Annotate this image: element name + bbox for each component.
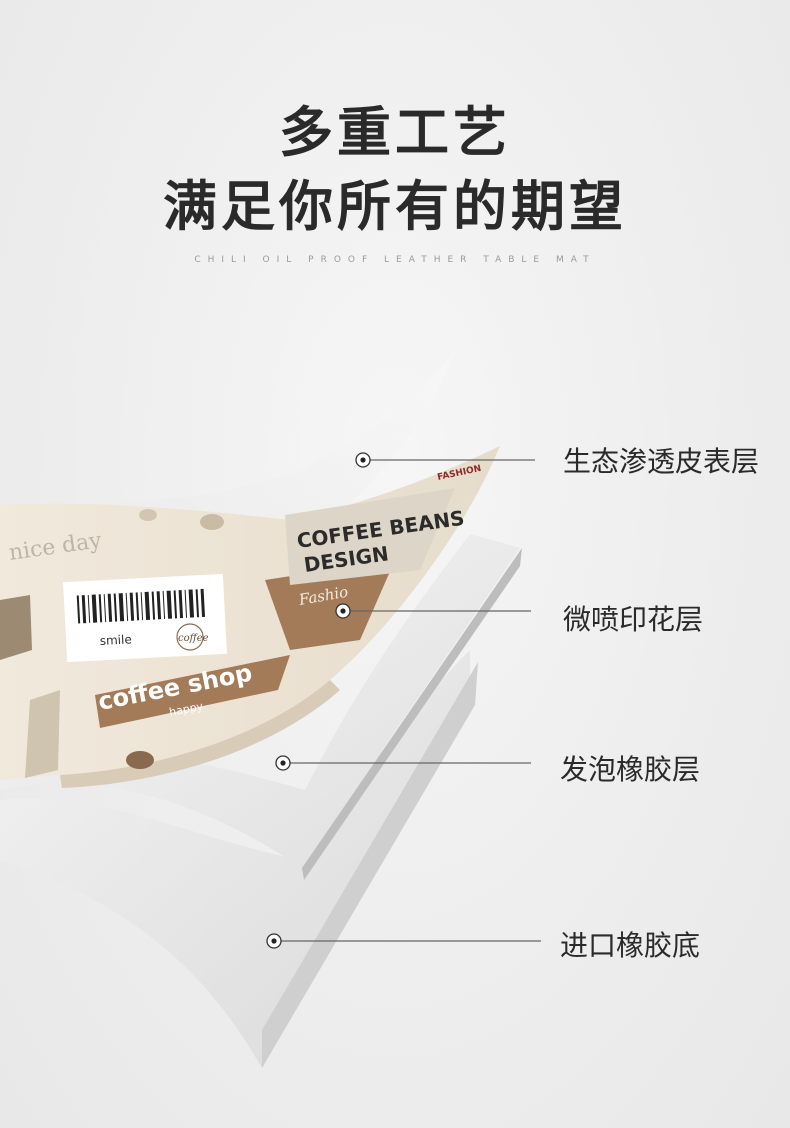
print-text-smile: smile <box>99 632 132 648</box>
headline-line-2: 满足你所有的期望 <box>163 175 627 238</box>
english-subtitle: CHILI OIL PROOF LEATHER TABLE MAT <box>194 255 596 265</box>
coffee-bean-icon <box>200 514 224 530</box>
print-text-happy: happy <box>168 700 205 719</box>
callout-foam <box>275 755 531 771</box>
layer-label-skin: 生态渗透皮表层 <box>563 445 760 478</box>
layer-label-bottom: 进口橡胶底 <box>560 929 701 962</box>
layer-label-foam: 发泡橡胶层 <box>560 753 701 786</box>
printed-layer <box>0 446 500 788</box>
callout-skin <box>355 452 535 468</box>
print-text-coffee-circle: coffee <box>178 633 209 644</box>
coffee-bean-icon <box>126 751 154 769</box>
coffee-bean-icon <box>139 509 157 521</box>
foam-rubber-layer <box>0 534 522 880</box>
headline-line-1: 多重工艺 <box>279 101 511 164</box>
layer-label-print: 微喷印花层 <box>563 603 704 636</box>
callout-print <box>335 603 531 619</box>
callout-bottom <box>266 933 541 949</box>
